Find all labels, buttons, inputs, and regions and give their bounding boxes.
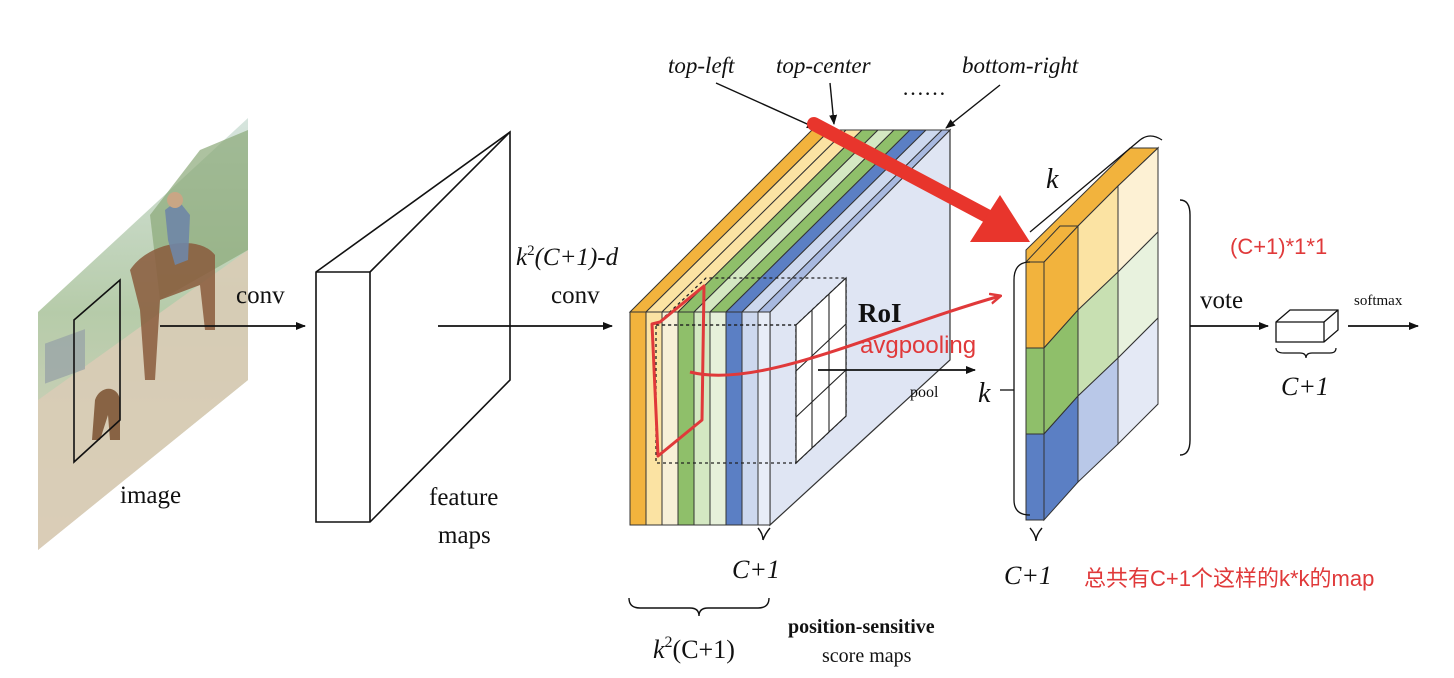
k2-conv-label-bottom: conv [551,282,600,309]
k2c1-brace [628,597,770,617]
conv-label: conv [236,282,285,309]
red-thick-arrow [807,117,1011,232]
k2c1-label: k2(C+1) [653,634,735,664]
top-center-label: top-center [776,53,872,78]
output-shape-annotation: (C+1)*1*1 [1230,234,1327,259]
score-map-stack [628,128,952,527]
dots-label: …… [902,75,946,100]
image-label: image [120,482,181,509]
note-annotation: 总共有C+1个这样的k*k的map [1084,566,1374,591]
output-box [1275,309,1339,343]
bottom-right-arrow [945,84,1001,129]
output-brace [1275,347,1337,359]
c1-stack-brace [757,527,771,541]
k-top-bracket [1029,135,1163,233]
k-top-label: k [1046,164,1059,195]
output-c1-label: C+1 [1281,372,1329,401]
top-center-arrow [829,82,838,125]
bottom-right-label: bottom-right [962,53,1079,78]
feature-maps-label-2: maps [438,522,491,549]
input-image [38,118,248,550]
red-highlight-loop [650,284,706,458]
top-left-label: top-left [668,53,735,78]
vote-brace [1179,199,1191,456]
pool-label: pool [910,384,939,401]
feature-maps-label-1: feature [429,484,498,511]
roi-label: RoI [858,298,902,328]
psm-subtitle: score maps [822,645,912,667]
softmax-label: softmax [1354,293,1403,309]
avgpooling-annotation: avgpooling [860,332,976,359]
vote-label: vote [1200,287,1243,314]
red-annotations [650,117,1030,458]
red-curve-arrow [689,296,1000,377]
red-arrowhead [970,195,1030,242]
c1-grid-label: C+1 [1004,561,1052,590]
pooled-grid-block [1024,146,1160,522]
feature-maps-box [315,130,511,523]
top-left-arrow [715,82,817,129]
k-left-label: k [978,378,991,409]
c1-stack-label: C+1 [732,555,780,584]
psm-title: position-sensitive [788,616,935,638]
k2-conv-label: k2(C+1)-d [516,243,619,271]
c1-grid-brace [1029,527,1043,542]
